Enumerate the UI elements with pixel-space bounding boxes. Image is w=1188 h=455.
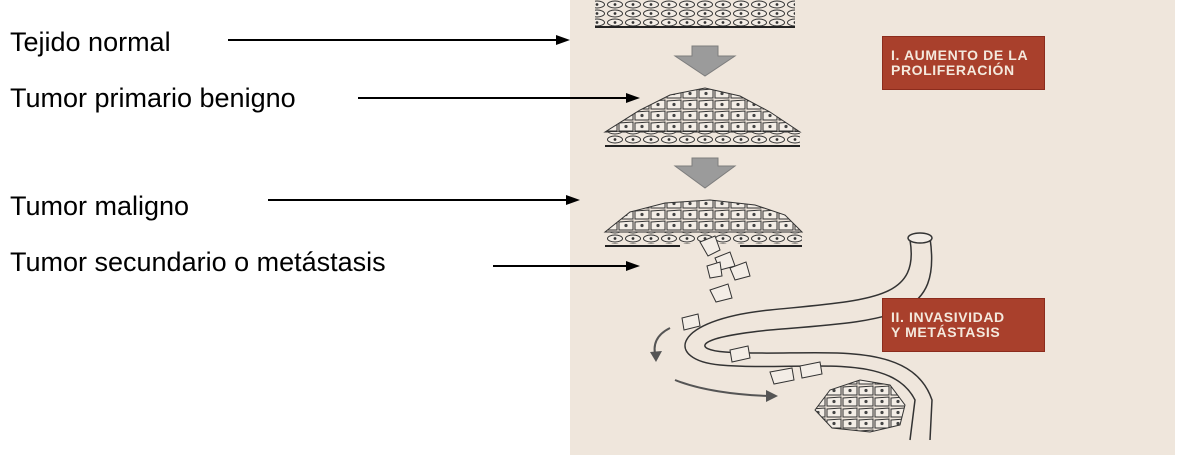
leader-lines: [0, 0, 1188, 455]
